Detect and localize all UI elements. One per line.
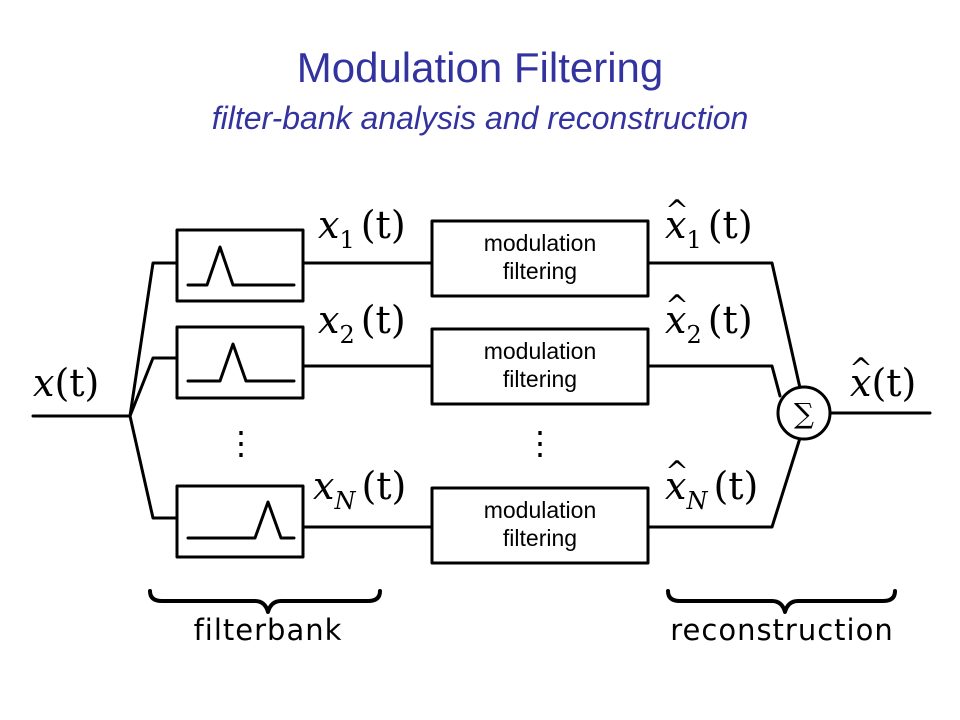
- filter-response-n: [186, 500, 296, 540]
- ellipsis-filters: ⋮: [225, 424, 257, 462]
- fan-branch-2: [128, 356, 179, 418]
- filter-box-n: [175, 484, 305, 559]
- slide-title: Modulation Filtering: [296, 44, 664, 91]
- recon-branch-n: [646, 436, 802, 529]
- modulation-block-1-line2: filtering: [503, 258, 577, 284]
- filtered-label-n: xN(t): [665, 464, 758, 515]
- filterbank-brace: [148, 589, 382, 614]
- filter-response-1: [186, 245, 296, 287]
- subband-label-1: x1(t): [318, 203, 406, 254]
- slide-subtitle: filter-bank analysis and reconstruction: [211, 100, 749, 136]
- filtered-label-1: x1(t): [665, 203, 753, 254]
- modulation-block-n-line1: modulation: [484, 497, 597, 523]
- fan-branch-1: [128, 261, 179, 418]
- modulation-block-n-line2: filtering: [503, 525, 577, 551]
- filtered-hat-mark-1: ^: [665, 194, 688, 227]
- filtered-hat-mark-2: ^: [665, 289, 688, 322]
- recon-branch-1: [646, 261, 802, 390]
- recon-branch-2: [646, 364, 782, 398]
- filtered-hat-mark-n: ^: [665, 455, 688, 488]
- subband-label-n: xN(t): [313, 464, 406, 515]
- filterbank-brace-label: filterbank: [194, 613, 343, 647]
- ellipsis-modulation: ⋮: [524, 424, 556, 462]
- input-signal-label: x(t): [33, 361, 99, 405]
- filter-box-2: [175, 325, 305, 400]
- modulation-block-1-line1: modulation: [484, 230, 597, 256]
- modulation-block-2-line2: filtering: [503, 366, 577, 392]
- filter-response-2: [186, 342, 296, 383]
- filter-box-1: [175, 228, 305, 303]
- reconstruction-brace-label: reconstruction: [670, 613, 893, 647]
- output-hat-mark: ^: [849, 352, 872, 385]
- modulation-block-2-line1: modulation: [484, 338, 597, 364]
- filtered-label-2: x2(t): [665, 298, 753, 349]
- summation-symbol: ∑: [794, 397, 814, 430]
- modulation-block-1: [430, 219, 650, 298]
- subband-label-2: x2(t): [318, 298, 406, 349]
- fan-branch-n: [128, 414, 179, 520]
- reconstruction-brace: [666, 589, 897, 614]
- output-signal-label: x(t): [850, 361, 916, 405]
